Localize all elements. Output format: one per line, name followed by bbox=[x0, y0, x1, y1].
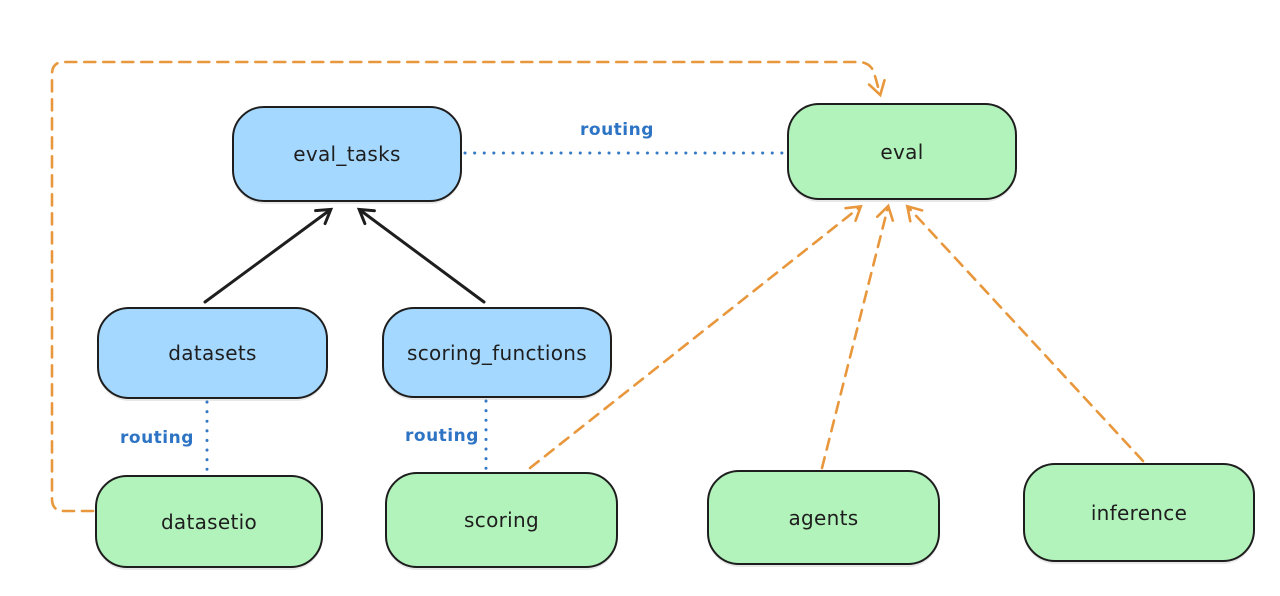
node-inference-label: inference bbox=[1090, 500, 1188, 525]
edge-datasets-to-eval-tasks bbox=[203, 207, 334, 304]
node-eval: eval bbox=[787, 103, 1017, 200]
node-scoring-label: scoring bbox=[464, 508, 539, 532]
node-datasetio: datasetio bbox=[95, 475, 323, 568]
edge-agents-to-eval bbox=[820, 203, 895, 470]
node-inference: inference bbox=[1023, 463, 1255, 562]
node-agents: agents bbox=[707, 470, 940, 565]
node-datasets: datasets bbox=[97, 307, 328, 399]
edge-inference-to-eval bbox=[905, 204, 1145, 463]
node-scoring-functions: scoring_functions bbox=[382, 307, 612, 398]
node-eval-label: eval bbox=[880, 139, 924, 164]
routing-label-eval-tasks-eval: routing bbox=[580, 120, 654, 140]
node-datasetio-label: datasetio bbox=[160, 509, 258, 534]
routing-label-scoring-functions-scoring: routing bbox=[405, 426, 479, 446]
node-scoring-functions-label: scoring_functions bbox=[406, 340, 588, 365]
routing-label-datasets-datasetio: routing bbox=[120, 428, 194, 448]
node-eval-tasks: eval_tasks bbox=[232, 106, 462, 202]
node-datasets-label: datasets bbox=[168, 341, 257, 365]
node-scoring: scoring bbox=[385, 472, 618, 568]
node-agents-label: agents bbox=[788, 505, 859, 530]
node-eval-tasks-label: eval_tasks bbox=[293, 142, 401, 166]
edge-scoring-functions-to-eval-tasks bbox=[356, 207, 486, 304]
